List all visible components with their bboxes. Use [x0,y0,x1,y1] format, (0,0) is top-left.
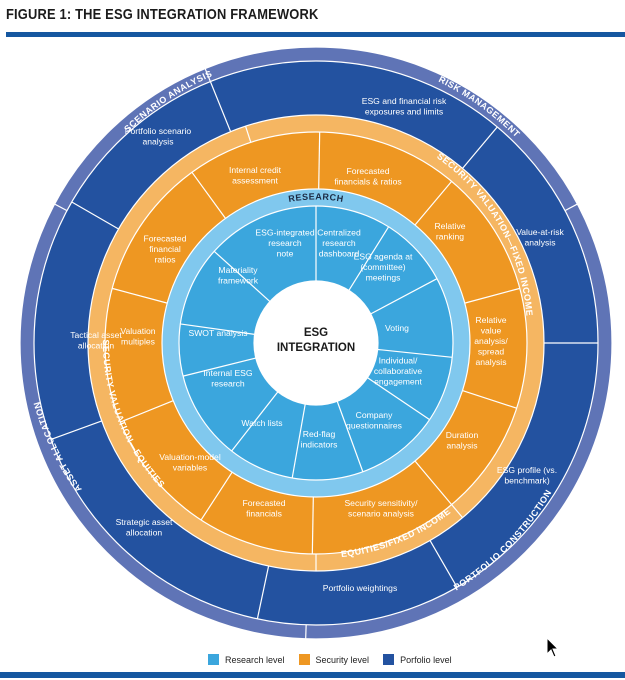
legend-item-portfolio: Porfolio level [383,654,452,665]
legend-label: Security level [315,654,370,665]
security-segment-divider [318,132,321,190]
portfolio-segment-divider [209,81,232,132]
research-segment-divider [231,391,279,452]
portfolio-band-divider [564,203,578,212]
security-segment-divider [191,171,226,219]
research-segment-divider [182,357,256,377]
legend-label: Research level [225,654,285,665]
research-segment-divider [180,323,255,335]
security-band-divider [244,125,252,143]
legend-swatch-research [208,654,219,665]
portfolio-segment-label: Portfolio weightings [323,583,398,593]
research-segment-label: Watch lists [241,418,282,428]
top-rule [6,32,625,37]
bottom-rule [0,672,625,678]
research-segment-label: ESG agenda at(committee)meetings [354,252,413,283]
research-segment-divider [377,348,453,358]
portfolio-band-divider [204,68,211,82]
legend: Research level Security level Porfolio l… [208,654,452,665]
legend-swatch-security [298,654,310,665]
security-band-divider [451,504,464,519]
center-label-line2: INTEGRATION [277,342,355,354]
portfolio-segment-divider [71,201,119,230]
research-segment-divider [336,401,364,472]
research-segment-label: Voting [385,323,409,333]
portfolio-segment-divider [429,540,458,588]
research-segment-label: SWOT analysis [188,328,247,338]
security-segment-label: Security sensitivity/scenario analysis [344,498,418,519]
legend-item-research: Research level [208,654,285,665]
security-segment-divider [112,287,168,304]
portfolio-segment-divider [50,420,102,441]
legend-swatch-portfolio [383,654,395,665]
figure-title: FIGURE 1: THE ESG INTEGRATION FRAMEWORK [6,6,319,23]
portfolio-segment-divider [462,126,498,169]
legend-item-security: Security level [298,654,370,665]
security-segment-divider [120,400,174,423]
legend-label: Porfolio level [400,654,452,665]
security-segment-divider [414,460,453,506]
portfolio-band-divider [54,203,68,212]
portfolio-segment-divider [256,565,270,619]
research-segment-divider [348,226,390,291]
research-segment-divider [367,377,430,421]
mouse-cursor-icon [546,637,560,658]
center-label-line1: ESG [304,327,328,339]
research-segment-divider [291,403,306,479]
portfolio-segment-label: ESG profile (vs.benchmark) [497,465,557,486]
security-segment-divider [200,471,233,521]
security-segment-divider [462,390,517,409]
research-segment-divider [213,250,271,302]
security-segment-divider [311,496,314,554]
security-segment-divider [464,287,520,304]
research-segment-divider [370,278,438,315]
security-segment-divider [414,180,453,226]
